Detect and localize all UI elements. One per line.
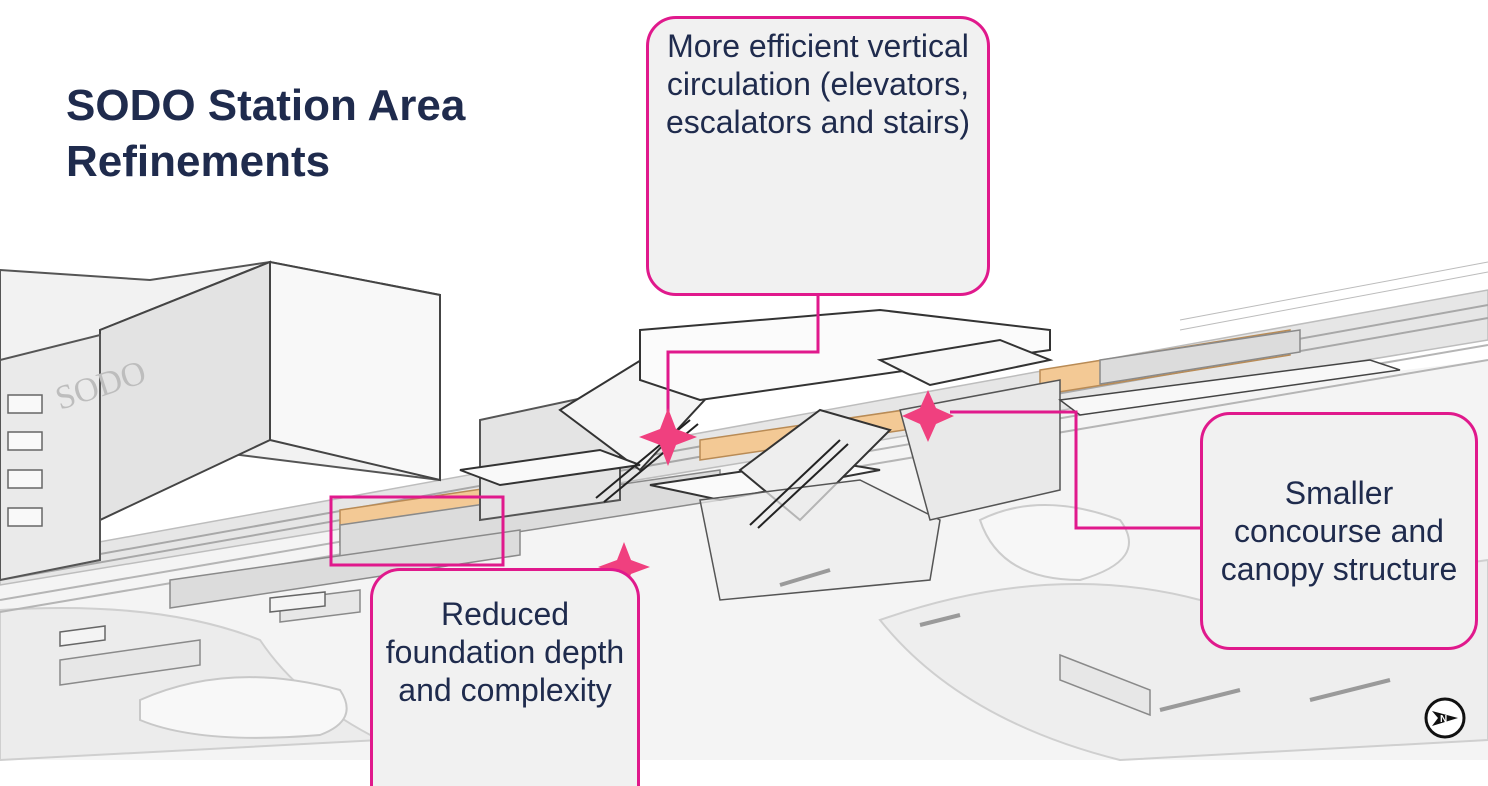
compass-north-icon: N: [1424, 697, 1466, 739]
four-point-star-icon: [598, 542, 650, 592]
bus-shelter: [59, 591, 326, 647]
svg-text:N: N: [1440, 714, 1447, 725]
page-title: SODO Station Area Refinements: [66, 78, 626, 190]
callout-concourse-canopy: Smaller concourse and canopy structure: [1200, 412, 1478, 650]
marker-group: [598, 390, 954, 592]
canopy-lower-left: [459, 448, 641, 487]
roundabout: [978, 504, 1130, 582]
page-title-line-1: SODO Station Area: [66, 81, 466, 130]
rail-fence: [1179, 261, 1488, 331]
canopy-arm-right: [876, 338, 1054, 387]
four-point-star-icon: [639, 408, 697, 466]
plaza-curve: [139, 676, 348, 739]
building-windows: [7, 394, 43, 527]
long-canopy: [1058, 359, 1401, 416]
train: [169, 329, 1301, 609]
callout-vertical-circulation: More efficient vertical circulation (ele…: [646, 16, 990, 296]
upper-canopy: [639, 308, 1051, 402]
leader-line-right: [950, 410, 1200, 530]
page-title-line-2: Refinements: [66, 137, 331, 186]
callout-concourse-canopy-text: Smaller concourse and canopy structure: [1220, 475, 1458, 587]
glass-pavilion: [699, 479, 941, 601]
highlight-box: [329, 495, 505, 567]
four-point-star-icon: [902, 390, 954, 442]
crosswalk: [779, 568, 1391, 712]
callout-vertical-circulation-text: More efficient vertical circulation (ele…: [665, 28, 971, 140]
callout-foundation-text: Reduced foundation depth and complexity: [385, 596, 625, 708]
callout-foundation: Reduced foundation depth and complexity: [370, 568, 640, 786]
leader-line-top: [666, 296, 820, 432]
